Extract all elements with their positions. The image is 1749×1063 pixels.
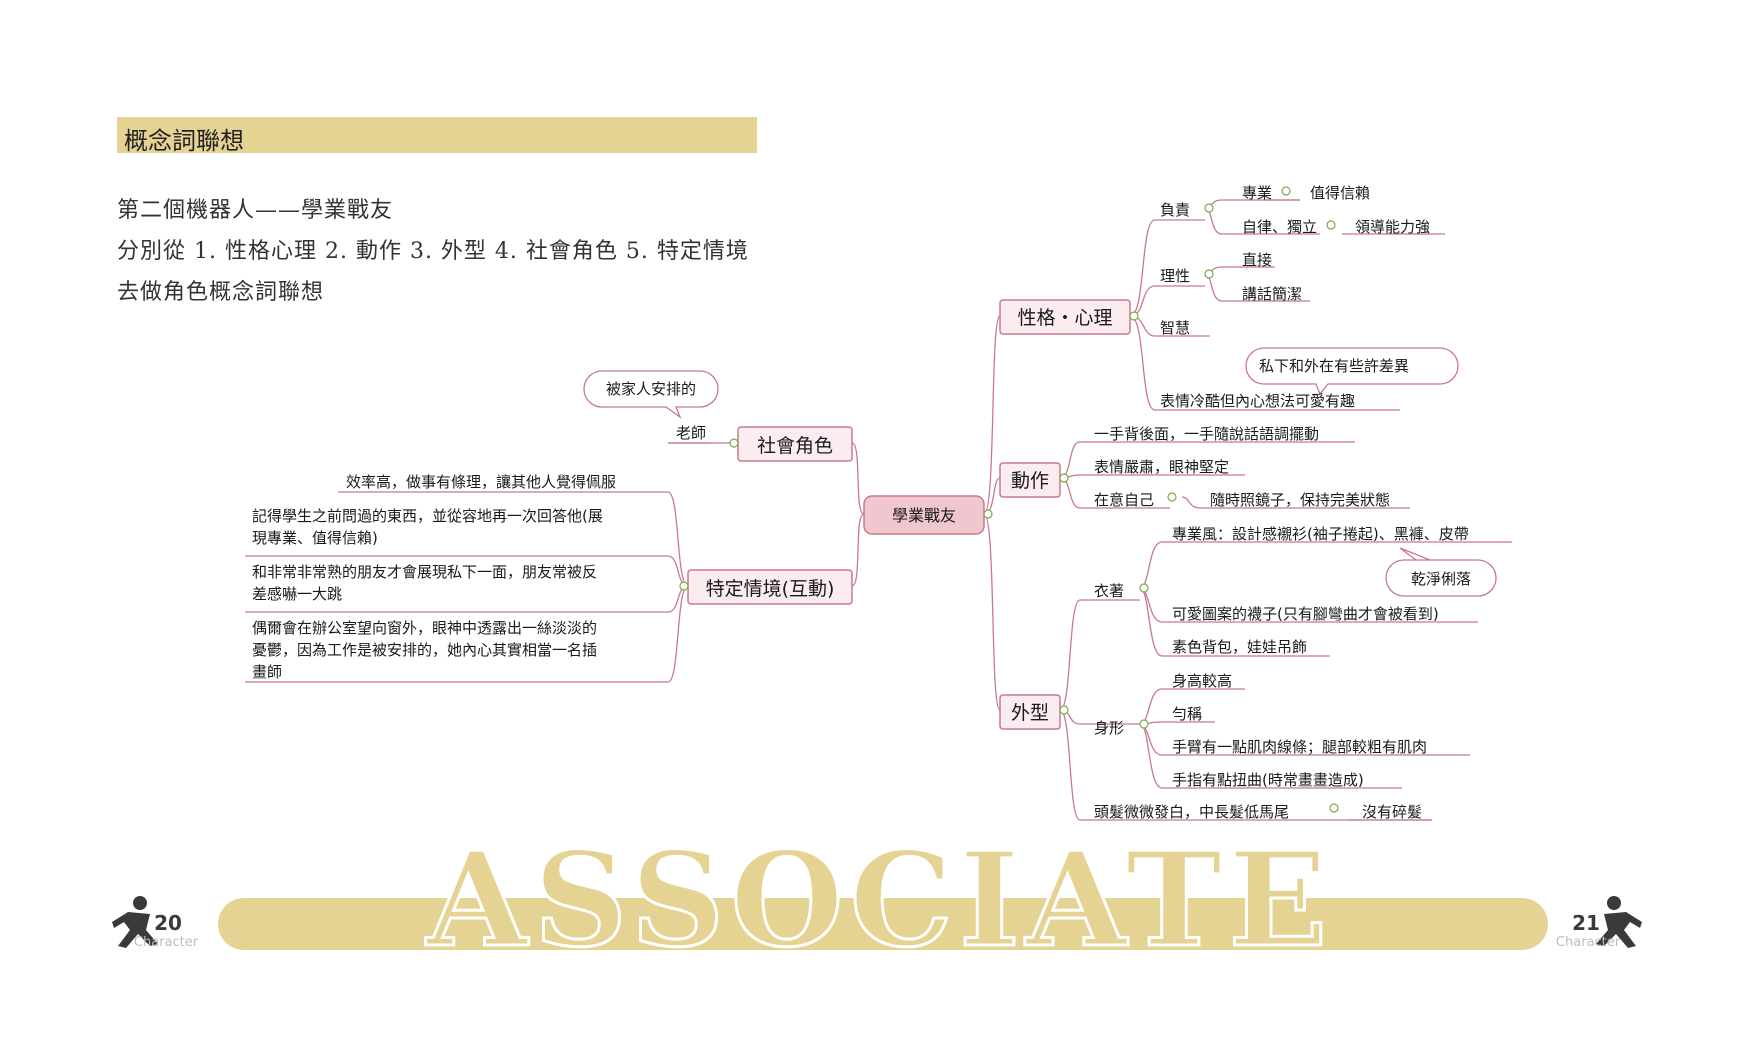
node-action-gesture: 一手背後面，一手隨說話語調擺動 <box>1094 425 1319 443</box>
node-hair: 頭髮微微發白，中長髮低馬尾 <box>1094 803 1289 821</box>
bubble-personality-note: 私下和外在有些許差異 <box>1259 357 1409 375</box>
node-responsible: 負責 <box>1160 201 1190 219</box>
intro-line-2: 分別從 1. 性格心理 2. 動作 3. 外型 4. 社會角色 5. 特定情境 <box>117 239 749 264</box>
node-mirror: 隨時照鏡子，保持完美狀態 <box>1210 491 1390 509</box>
left-page-number: 20 <box>154 911 182 935</box>
left-page-caption: Character <box>134 935 199 950</box>
bubble-clean: 乾淨俐落 <box>1411 570 1471 588</box>
node-situation-1: 效率高，做事有條理，讓其他人覺得佩服 <box>346 473 616 491</box>
intro-line-3: 去做角色概念詞聯想 <box>117 280 325 305</box>
section-title-bar <box>117 117 757 153</box>
node-leadership: 領導能力強 <box>1355 218 1430 236</box>
node-professional: 專業 <box>1242 184 1272 202</box>
node-self-discipline: 自律、獨立 <box>1242 218 1317 236</box>
footer-banner-text: ASSOCIATE <box>425 823 1334 976</box>
node-clothing: 衣著 <box>1094 582 1124 600</box>
node-expression: 表情冷酷但內心想法可愛有趣 <box>1160 392 1355 410</box>
node-wisdom: 智慧 <box>1160 319 1190 337</box>
section-title: 概念詞聯想 <box>124 127 244 155</box>
node-body: 身形 <box>1094 719 1124 737</box>
center-node: 學業戰友 <box>892 506 956 525</box>
right-runner-icon <box>1596 896 1642 948</box>
node-situation-2-line-1: 記得學生之前問過的東西，並從容地再一次回答他(展 <box>252 507 603 525</box>
branch-situation: 特定情境(互動) <box>706 578 835 600</box>
branch-appearance: 外型 <box>1011 702 1049 724</box>
bubble-arranged: 被家人安排的 <box>606 380 696 398</box>
node-situation-4-line-1: 偶爾會在辦公室望向窗外，眼神中透露出一絲淡淡的 <box>252 619 597 637</box>
node-situation-4-line-2: 憂鬱，因為工作是被安排的，她內心其實相當一名插 <box>252 641 597 659</box>
branch-personality: 性格・心理 <box>1017 307 1112 329</box>
node-no-stray-hair: 沒有碎髮 <box>1362 803 1422 821</box>
node-teacher: 老師 <box>676 424 706 442</box>
branch-action: 動作 <box>1011 470 1049 492</box>
node-self-care: 在意自己 <box>1094 491 1154 509</box>
node-tall: 身高較高 <box>1172 672 1232 690</box>
node-action-face: 表情嚴肅，眼神堅定 <box>1094 458 1229 476</box>
node-direct: 直接 <box>1242 251 1272 269</box>
intro-line-1: 第二個機器人——學業戰友 <box>117 198 394 223</box>
branch-social: 社會角色 <box>757 435 833 457</box>
node-clothing-style: 專業風：設計感襯衫(袖子捲起)、黑褲、皮帶 <box>1172 525 1469 543</box>
node-situation-2-line-2: 現專業、值得信賴) <box>252 529 378 547</box>
node-concise: 講話簡潔 <box>1242 285 1302 303</box>
node-backpack: 素色背包，娃娃吊飾 <box>1172 638 1307 656</box>
node-trustworthy: 值得信賴 <box>1310 184 1370 202</box>
footer-banner-bar <box>218 898 1548 950</box>
right-page-caption: Character <box>1556 935 1621 950</box>
node-situation-3-line-2: 差感嚇一大跳 <box>252 585 342 603</box>
node-socks: 可愛圖案的襪子(只有腳彎曲才會被看到) <box>1172 605 1439 623</box>
right-page-number: 21 <box>1572 911 1600 935</box>
left-runner-icon <box>112 896 158 948</box>
node-situation-4-line-3: 畫師 <box>252 663 282 681</box>
node-situation-3-line-1: 和非常非常熟的朋友才會展現私下一面，朋友常被反 <box>252 563 597 581</box>
node-muscles: 手臂有一點肌肉線條；腿部較粗有肌肉 <box>1172 738 1427 756</box>
node-balanced: 勻稱 <box>1172 705 1202 723</box>
node-rational: 理性 <box>1160 267 1190 285</box>
node-fingers: 手指有點扭曲(時常畫畫造成) <box>1172 771 1364 789</box>
